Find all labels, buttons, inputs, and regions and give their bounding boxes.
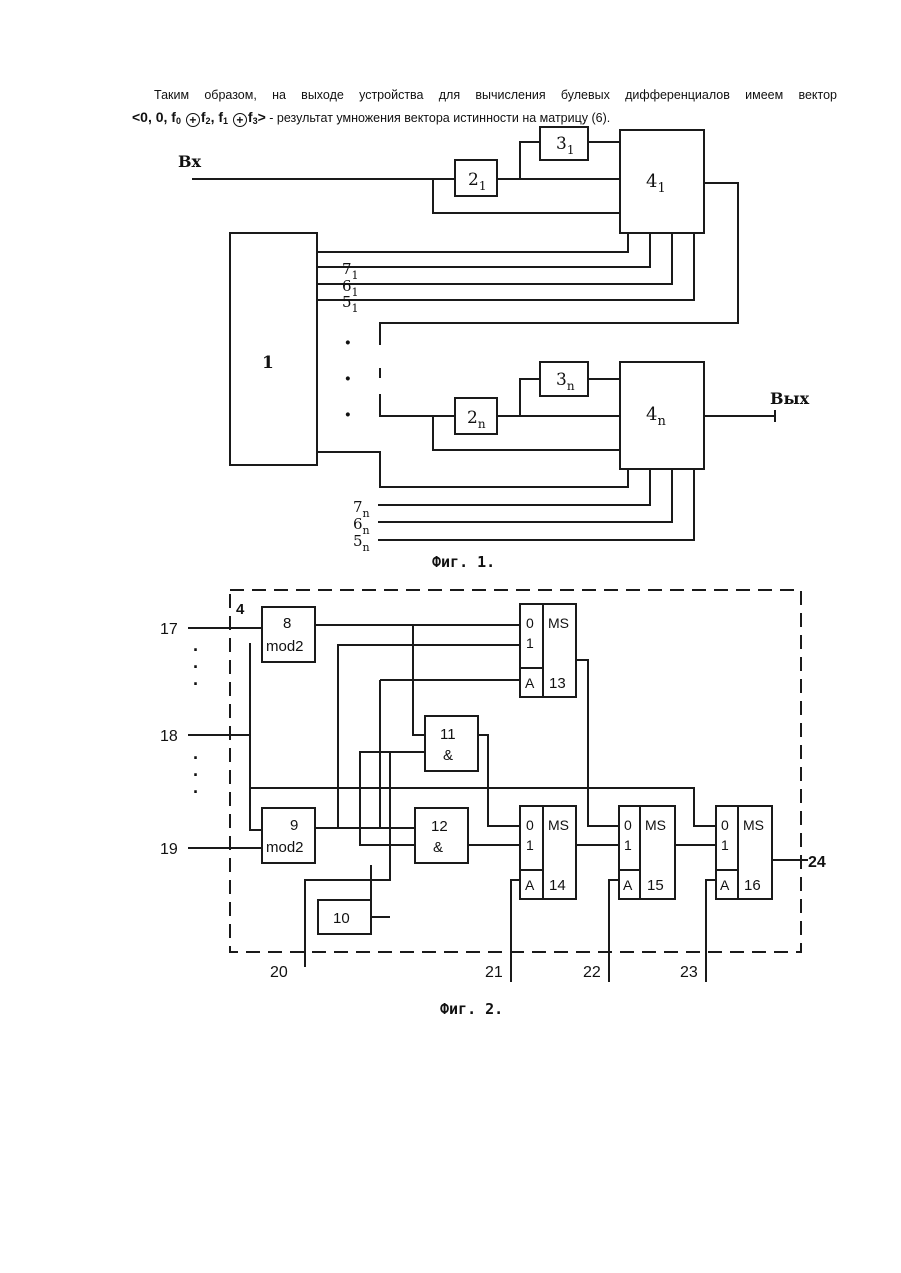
label-main: 3 <box>556 134 567 154</box>
frame-label: 4 <box>236 601 245 618</box>
block-10-label: 10 <box>333 910 350 927</box>
label-main: 3 <box>556 370 567 390</box>
mux-15-ms: MS <box>645 817 666 833</box>
mux-16-in0: 0 <box>721 817 729 833</box>
address-21-wire <box>511 880 520 982</box>
ellipsis-dot: · <box>344 366 352 392</box>
figure-2-caption: Фиг. 2. <box>440 1000 503 1018</box>
label-sub: 1 <box>352 302 359 315</box>
block-12-number: 12 <box>431 818 448 835</box>
block-11-number: 11 <box>440 726 456 743</box>
port-22: 22 <box>583 964 601 981</box>
label-sub: n <box>657 414 666 429</box>
label-main: 7 <box>342 260 352 278</box>
wire <box>317 233 628 252</box>
wire <box>317 233 672 284</box>
block-11-function: & <box>443 747 453 764</box>
ellipsis-dot: · <box>344 402 352 428</box>
label-sub: n <box>363 541 370 554</box>
block-8-function: mod2 <box>266 638 304 655</box>
mux-14-number: 14 <box>549 877 566 894</box>
figure-1: 1 21 31 41 71 61 51 · · · 2n 3n 4n <box>178 127 810 571</box>
label-main: 5 <box>342 293 352 311</box>
figure-1-caption: Фиг. 1. <box>432 553 495 571</box>
ellipsis-dot: · <box>193 674 199 694</box>
label-main: 5 <box>353 532 363 550</box>
label-sub: 1 <box>567 143 575 157</box>
mux-16-number: 16 <box>744 877 761 894</box>
wire <box>520 379 540 416</box>
mux-13-in0: 0 <box>526 615 534 631</box>
mux-15-number: 15 <box>647 877 664 894</box>
input-label: Вх <box>178 152 202 171</box>
label-sub: n <box>363 524 370 537</box>
wire <box>520 142 540 179</box>
port-17: 17 <box>160 621 178 638</box>
wire <box>380 394 455 416</box>
wire <box>576 660 619 826</box>
mux-16-addr: A <box>720 877 730 893</box>
address-22-wire <box>609 880 619 982</box>
ellipsis-dot: · <box>344 330 352 356</box>
label-main: 4 <box>646 404 657 425</box>
wire <box>317 452 628 487</box>
mux-16-in1: 1 <box>721 837 729 853</box>
mux-14-ms: MS <box>548 817 569 833</box>
mux-16-ms: MS <box>743 817 764 833</box>
mux-14-in1: 1 <box>526 837 534 853</box>
block-1-label: 1 <box>262 353 274 373</box>
port-21: 21 <box>485 964 503 981</box>
mux-15-in0: 0 <box>624 817 632 833</box>
block-9-number: 9 <box>290 817 298 834</box>
block-12-function: & <box>433 839 443 856</box>
mux-14-in0: 0 <box>526 817 534 833</box>
address-23-wire <box>706 880 716 982</box>
label-sub: 1 <box>352 269 359 282</box>
mux-13-number: 13 <box>549 675 566 692</box>
label-sub: 1 <box>479 179 487 193</box>
port-19: 19 <box>160 841 178 858</box>
figure-2: 4 17 18 19 · · · · · · 8 mod2 9 mod2 10 … <box>160 590 826 1018</box>
block-1 <box>230 233 317 465</box>
label-sub: n <box>567 379 575 393</box>
mux-15-in1: 1 <box>624 837 632 853</box>
block-9-function: mod2 <box>266 839 304 856</box>
label-main: 6 <box>353 515 363 533</box>
ellipsis-dot: · <box>193 782 199 802</box>
wire <box>250 643 262 830</box>
label-sub: n <box>478 417 486 431</box>
mux-13-in1: 1 <box>526 635 534 651</box>
label-sub: n <box>363 507 370 520</box>
port-18: 18 <box>160 728 178 745</box>
label-main: 2 <box>468 170 479 190</box>
mux-15-addr: A <box>623 877 633 893</box>
port-20: 20 <box>270 964 288 981</box>
label-sub: 1 <box>657 181 665 196</box>
label-main: 7 <box>353 498 363 516</box>
label-main: 2 <box>467 408 478 428</box>
wire <box>478 735 520 826</box>
mux-14-addr: A <box>525 877 535 893</box>
mux-13-ms: MS <box>548 615 569 631</box>
port-23: 23 <box>680 964 698 981</box>
block-8-number: 8 <box>283 615 291 632</box>
wire <box>317 233 650 267</box>
label-main: 4 <box>646 171 657 192</box>
mux-13-addr: A <box>525 675 535 691</box>
output-label: Вых <box>770 389 810 408</box>
port-24: 24 <box>808 854 826 871</box>
label-sub: 1 <box>352 286 359 299</box>
